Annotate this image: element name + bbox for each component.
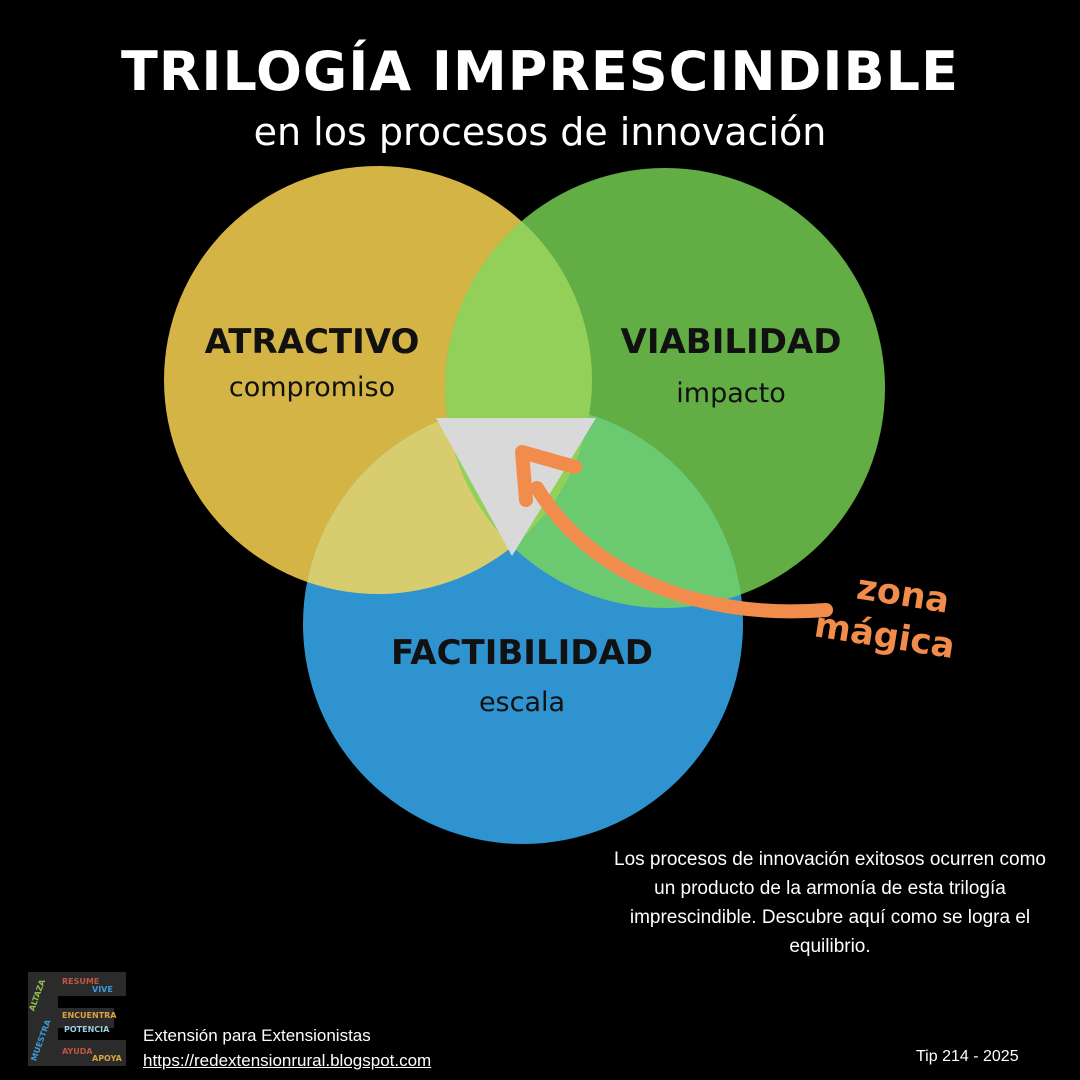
svg-text:APOYA: APOYA [92, 1054, 123, 1063]
svg-text:ENCUENTRA: ENCUENTRA [62, 1011, 117, 1020]
svg-text:POTENCIA: POTENCIA [64, 1025, 110, 1034]
magic-zone-triangle [436, 418, 596, 556]
tip-number: Tip 214 - 2025 [916, 1048, 1019, 1065]
viabilidad-title: VIABILIDAD [620, 322, 842, 362]
label-viabilidad: VIABILIDAD impacto [596, 322, 866, 409]
page-subtitle: en los procesos de innovación [253, 110, 827, 154]
description-text: Los procesos de innovación exitosos ocur… [614, 849, 1046, 957]
atractivo-subtitle: compromiso [228, 372, 396, 403]
page-title: TRILOGÍA IMPRESCINDIBLE [121, 40, 959, 103]
overlap-viabilidad-factibilidad [445, 404, 743, 608]
factibilidad-title: FACTIBILIDAD [390, 633, 654, 673]
callout-arrow [530, 481, 833, 619]
label-factibilidad: FACTIBILIDAD escala [362, 633, 682, 718]
svg-text:RESUME: RESUME [62, 977, 99, 986]
word-cloud-e-logo-icon: RESUME VIVE ALTAZA ENCUENTRA MUESTRA AYU… [27, 972, 126, 1066]
brand-url-link[interactable]: https://redextensionrural.blogspot.com [143, 1051, 432, 1070]
label-atractivo: ATRACTIVO compromiso [182, 322, 442, 403]
callout-arrowhead [515, 445, 582, 507]
overlap-atractivo-viabilidad [445, 168, 592, 594]
atractivo-title: ATRACTIVO [204, 322, 420, 362]
overlap-atractivo-factibilidad [303, 404, 592, 594]
factibilidad-subtitle: escala [478, 687, 566, 718]
brand-name: Extensión para Extensionistas [143, 1026, 371, 1045]
svg-text:AYUDA: AYUDA [62, 1047, 93, 1056]
footer-brand: Extensión para Extensionistas https://re… [143, 1023, 431, 1073]
viabilidad-subtitle: impacto [676, 378, 786, 409]
svg-text:VIVE: VIVE [92, 985, 113, 994]
